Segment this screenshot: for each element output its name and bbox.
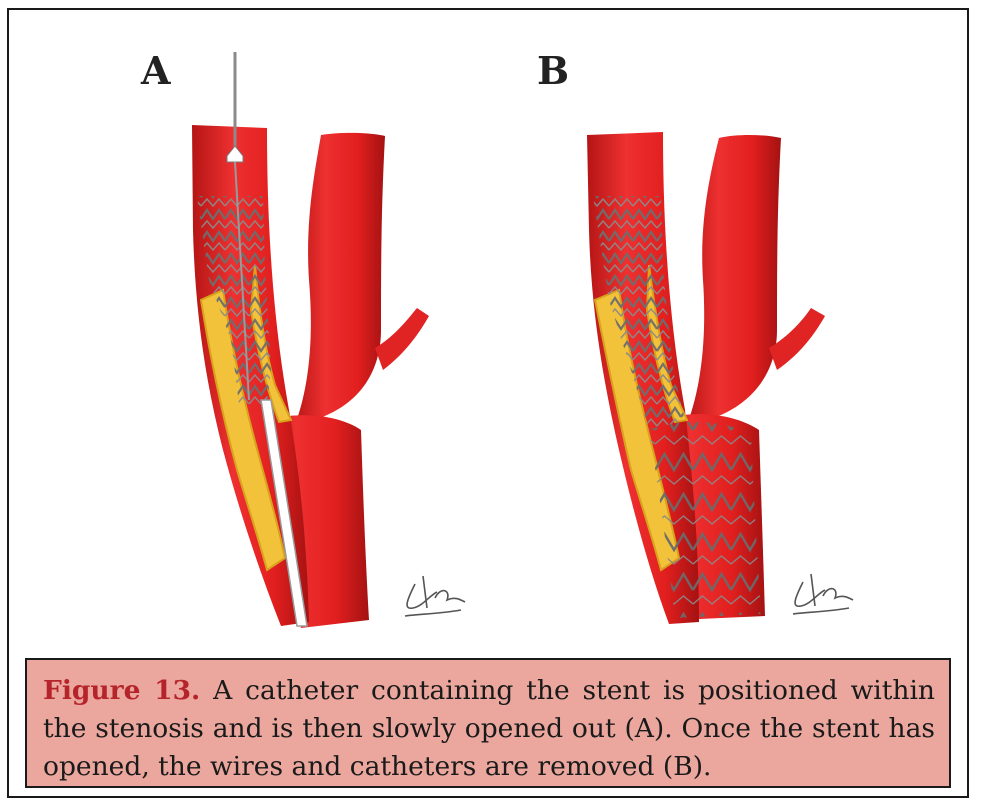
panel-b-illustration	[587, 132, 854, 624]
crimped-stent	[197, 196, 271, 404]
artist-signature-icon	[404, 575, 466, 617]
panel-label-b: B	[537, 48, 570, 93]
deployed-stent-upper	[593, 196, 685, 430]
side-branch-vessel	[769, 308, 825, 370]
deployed-stent-lower	[649, 422, 761, 618]
artist-signature-icon	[792, 573, 854, 615]
figure-caption: Figure 13. A catheter containing the ste…	[25, 658, 951, 788]
stent-illustration	[192, 52, 854, 628]
guidewire-inner	[234, 161, 250, 401]
branch-vessel	[293, 132, 385, 430]
branch-vessel	[685, 135, 781, 430]
catheter	[260, 399, 308, 627]
side-branch-vessel	[375, 308, 429, 370]
panel-label-a: A	[141, 48, 171, 93]
figure-frame: A B Figure 13. A catheter containing the…	[7, 8, 969, 798]
panel-a-illustration	[192, 52, 466, 628]
caption-label: Figure 13.	[43, 675, 201, 706]
caption-text: A catheter containing the stent is posit…	[43, 675, 935, 782]
